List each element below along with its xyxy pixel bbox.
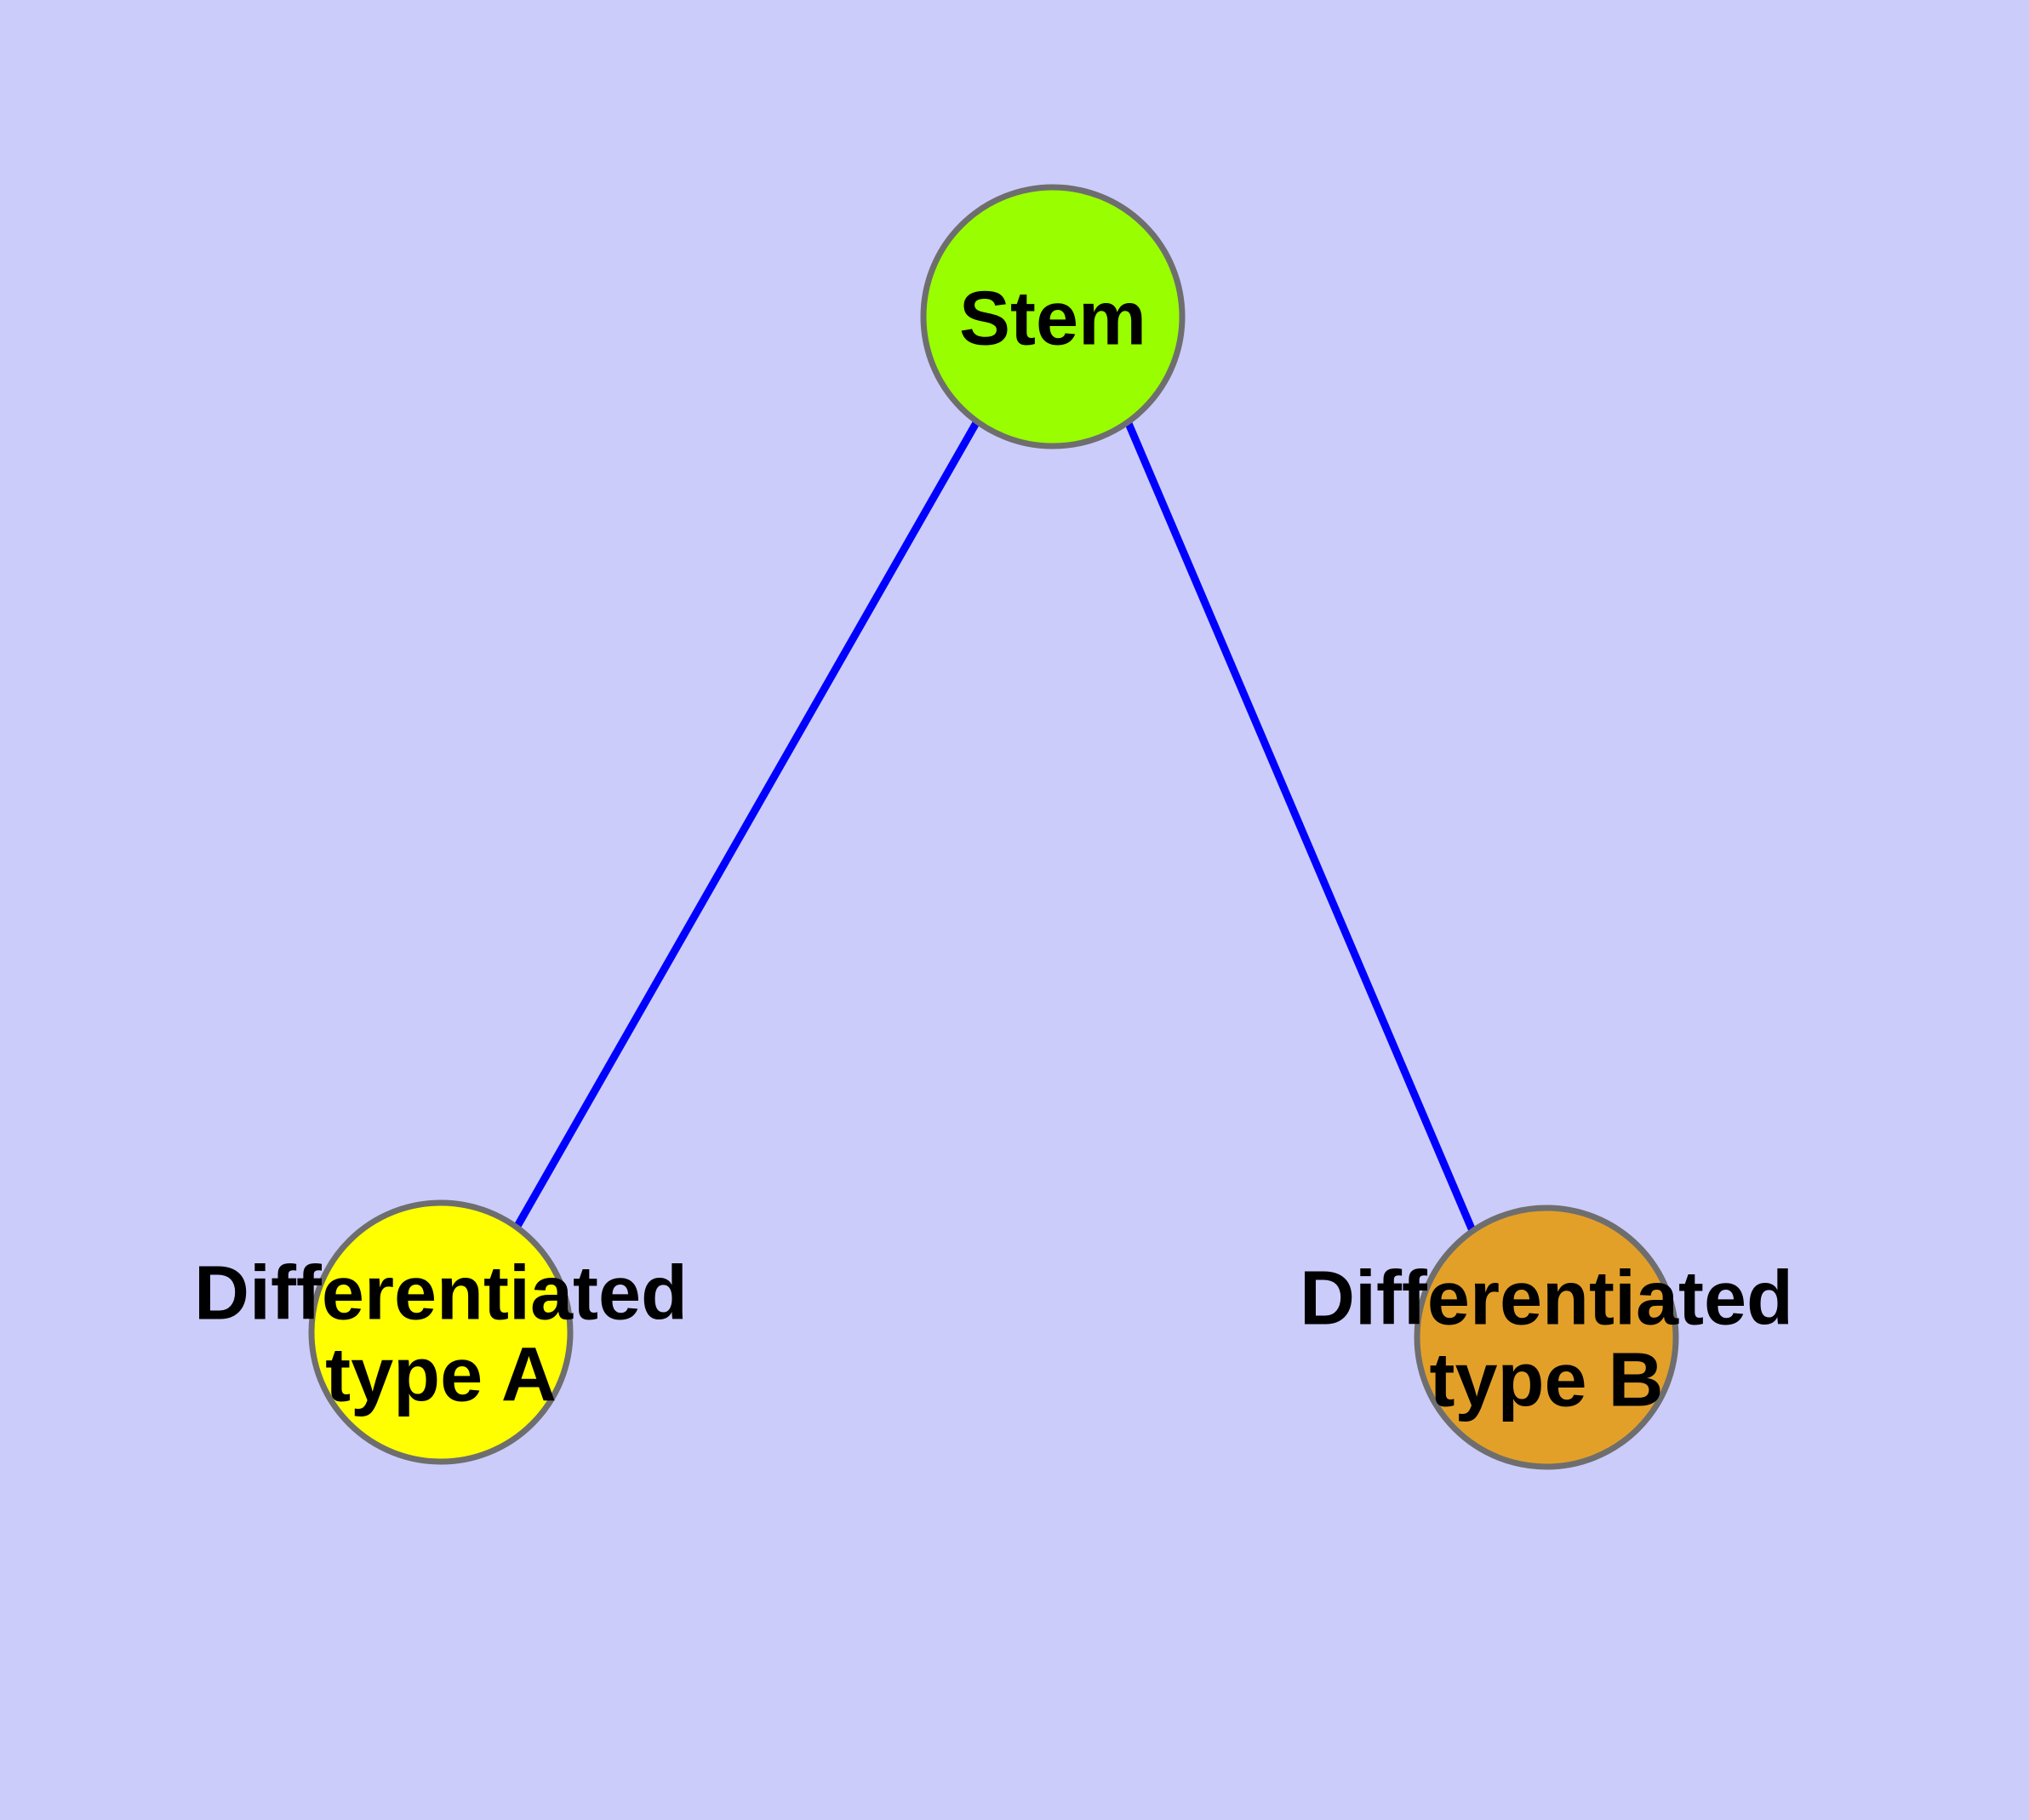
node-label-line-1: Stem — [959, 276, 1146, 361]
node-stem[interactable] — [920, 184, 1186, 449]
node-label-line-1: Differentiated — [194, 1251, 688, 1336]
node-diff-b[interactable] — [1414, 1205, 1679, 1470]
node-label-line-2: type B — [1429, 1338, 1663, 1423]
node-circle-diff-a[interactable] — [308, 1199, 574, 1465]
node-diff-a[interactable] — [308, 1199, 574, 1465]
node-label-line-1: Differentiated — [1300, 1256, 1793, 1341]
edge-stem-to-diff-b[interactable] — [1123, 420, 1477, 1234]
node-circle-stem[interactable] — [920, 184, 1186, 449]
edge-stem-to-diff-a[interactable] — [513, 419, 980, 1230]
node-circle-diff-b[interactable] — [1414, 1205, 1679, 1470]
node-label-stem: Stem — [959, 276, 1146, 361]
node-label-line-2: type A — [325, 1333, 557, 1418]
edges-group — [513, 419, 1477, 1234]
